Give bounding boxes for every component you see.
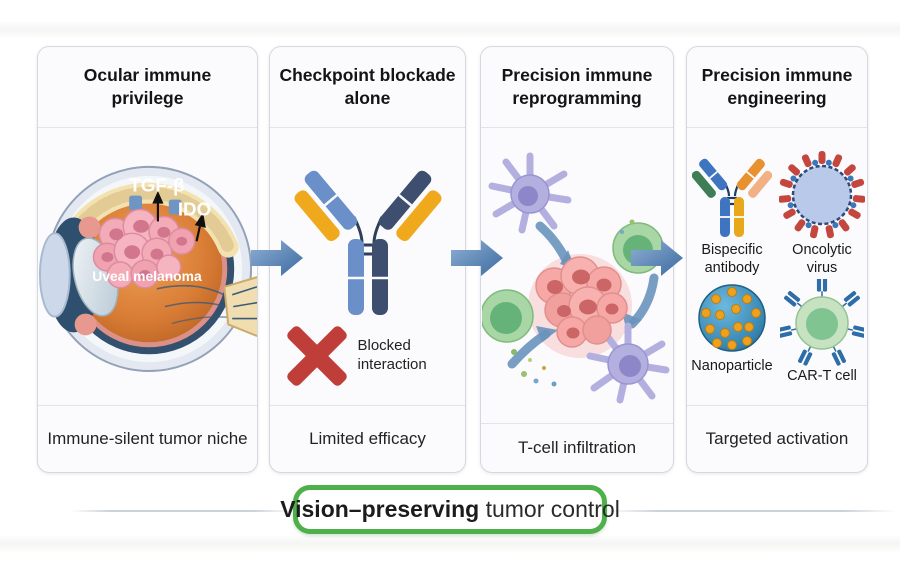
eye-ciliary-body — [78, 215, 101, 238]
eye-cornea — [38, 231, 71, 318]
tumor-nuclei — [546, 269, 618, 338]
panel3-caption: T-cell infiltration — [481, 423, 673, 472]
nanoparticle-item: Nanoparticle — [689, 279, 775, 375]
panel2-title: Checkpoint blockade alone — [270, 47, 465, 128]
bispecific-antibody-item: Bispecific antibody — [689, 149, 775, 277]
tcell-infiltration-illustration — [481, 152, 669, 403]
car-t-cell-label: CAR-T cell — [787, 368, 857, 385]
banner-bold-text: Vision–preserving — [280, 496, 480, 522]
panel4-title: Precision immune engineering — [687, 47, 867, 128]
bispecific-antibody-icon — [692, 159, 772, 238]
panel3-content — [481, 128, 673, 423]
ido-label: IDO — [178, 198, 211, 219]
blocked-x-icon — [286, 325, 347, 386]
panel2-content: Blocked interaction — [270, 128, 465, 405]
dendritic-cell — [586, 322, 669, 403]
panel-immune-reprogramming: Precision immune reprogramming — [480, 46, 674, 473]
oncolytic-virus-item: Oncolytic virus — [779, 149, 865, 277]
panel-checkpoint-blockade: Checkpoint blockade alone — [269, 46, 466, 473]
panel2-caption: Limited efficacy — [270, 405, 465, 472]
eye-optic-nerve-fibers — [231, 285, 257, 319]
secretion-arrows — [152, 190, 206, 241]
eye-cross-section-illustration: TGF-β IDO Uveal melanoma — [38, 165, 257, 372]
panel4-content: Bispecific antibody — [687, 128, 867, 405]
car-t-cell-icon — [780, 279, 864, 367]
eye-blue-tab — [129, 195, 143, 211]
top-texture-strip — [0, 22, 900, 38]
banner-rest-text: tumor control — [479, 496, 620, 522]
eye-blue-tab — [168, 199, 182, 214]
flow-arrow-1 — [251, 240, 303, 276]
panel3-title: Precision immune reprogramming — [481, 47, 673, 128]
eye-ciliary-body — [74, 313, 97, 335]
banner-rule-left — [70, 510, 294, 512]
vision-preserving-banner: Vision–preserving tumor control — [280, 485, 620, 534]
nanoparticle-label: Nanoparticle — [691, 358, 773, 375]
panel1-content: TGF-β IDO Uveal melanoma — [38, 128, 257, 405]
dendritic-cell — [488, 152, 571, 233]
oncolytic-virus-icon — [779, 151, 865, 239]
checkpoint-antibody-icon — [294, 170, 441, 315]
oncolytic-virus-label: Oncolytic virus — [792, 242, 852, 276]
debris-particles — [510, 219, 634, 386]
flow-arrow-3 — [631, 240, 683, 276]
t-cell — [481, 288, 534, 343]
flow-arrow-2 — [451, 240, 503, 276]
tgf-beta-label: TGF-β — [129, 174, 184, 195]
panel1-title: Ocular immune privilege — [38, 47, 257, 128]
bottom-texture-strip — [0, 536, 900, 552]
blocked-interaction-label: Blocked interaction — [357, 336, 427, 373]
panel1-caption: Immune-silent tumor niche — [38, 405, 257, 472]
eye-optic-nerve — [223, 275, 257, 337]
tumor-cell-nuclei — [101, 219, 188, 280]
panel-ocular-immune-privilege: Ocular immune privilege — [37, 46, 258, 473]
panel4-caption: Targeted activation — [687, 405, 867, 472]
banner-rule-right — [606, 510, 896, 512]
panel-immune-engineering: Precision immune engineering — [686, 46, 868, 473]
car-t-cell-item: CAR-T cell — [779, 279, 865, 385]
bispecific-antibody-label: Bispecific antibody — [701, 242, 763, 276]
uveal-melanoma-label: Uveal melanoma — [92, 267, 202, 283]
nanoparticle-icon — [698, 284, 766, 352]
